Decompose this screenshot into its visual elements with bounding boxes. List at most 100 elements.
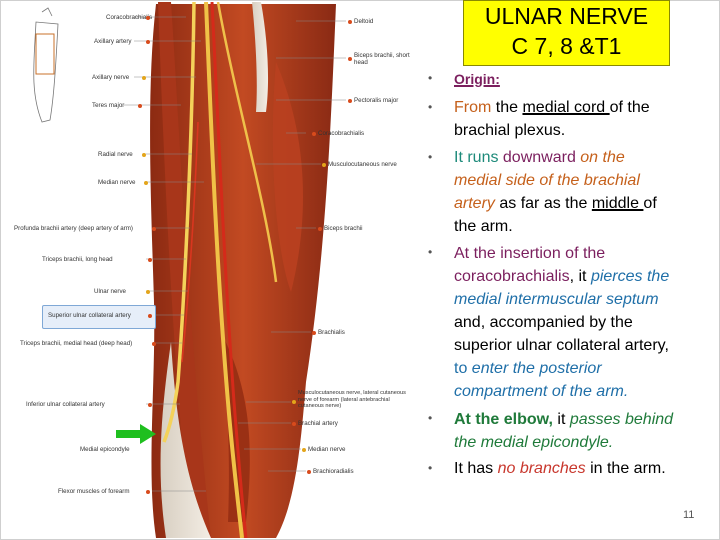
bullet-marker: • <box>428 150 433 164</box>
label-dot <box>146 40 150 44</box>
label-triceps-long-head: Triceps brachii, long head <box>42 256 113 263</box>
label-dot <box>312 331 316 335</box>
text-from: From <box>454 99 492 116</box>
ulnar-nerve-drawing <box>162 2 196 443</box>
page-number: 11 <box>683 509 695 521</box>
label-dot <box>142 76 146 80</box>
label-flexor-muscles: Flexor muscles of forearm <box>58 488 130 495</box>
bullet-origin: Origin: <box>454 68 500 91</box>
text-superior-ulnar-collateral: superior ulnar collateral artery, <box>454 337 669 354</box>
bullet-brachial-plexus: brachial plexus. <box>454 122 566 139</box>
label-dot <box>318 227 322 231</box>
median-nerve-drawing <box>204 2 244 538</box>
text-pierces-the: pierces the <box>590 268 670 285</box>
text-medial-epicondyle: the medial epicondyle. <box>454 434 614 451</box>
label-dot <box>138 104 142 108</box>
bullet-runs-downward: It runs downward on the <box>454 146 625 169</box>
text-at-insertion: At the insertion of the <box>454 245 606 262</box>
text-it: , it <box>569 268 591 285</box>
label-biceps-short-head: Biceps brachii, short head <box>354 52 410 66</box>
label-dot <box>148 403 152 407</box>
text-on-the: on the <box>580 149 625 166</box>
text-middle: middle <box>591 195 644 212</box>
origin-label: Origin: <box>454 71 500 87</box>
label-dot <box>152 342 156 346</box>
text-artery: artery <box>454 195 495 212</box>
bullet-marker: • <box>428 461 433 475</box>
bullet-coracobrachialis-line: coracobrachialis, it pierces the <box>454 265 669 288</box>
label-axillary-artery: Axillary artery <box>94 38 132 45</box>
text-to: to <box>454 360 472 377</box>
text-it-has: It has <box>454 460 498 477</box>
label-profunda-brachii: Profunda brachii artery (deep artery of … <box>14 225 133 232</box>
text-of-the: of the <box>609 99 650 116</box>
label-biceps-brachii: Biceps brachii <box>324 225 363 232</box>
label-teres-major: Teres major <box>92 102 125 109</box>
anatomy-figure: Coracobrachialis Axillary artery Axillar… <box>6 2 414 538</box>
text-medial-cord: medial cord <box>522 99 610 116</box>
text-as-far-as: as far as the <box>494 195 592 212</box>
text-compartment: compartment of the arm. <box>454 383 629 400</box>
label-dot <box>148 258 152 262</box>
label-dot <box>146 16 150 20</box>
label-dot <box>322 163 326 167</box>
label-brachioradialis: Brachioradialis <box>313 468 354 475</box>
label-radial-nerve: Radial nerve <box>98 151 133 158</box>
label-dot <box>152 227 156 231</box>
title-line-2: C 7, 8 &T1 <box>511 33 622 59</box>
label-dot <box>348 99 352 103</box>
label-musculocutaneous-nerve: Musculocutaneous nerve <box>328 161 397 168</box>
arm-illustration <box>33 2 346 538</box>
label-deltoid: Deltoid <box>354 18 374 25</box>
bullet-marker: • <box>428 100 433 114</box>
text-coracobrachialis: coracobrachialis <box>454 268 570 285</box>
inset-arm-sketch <box>33 7 59 123</box>
text-at-the-elbow: At the elbow, <box>454 411 553 428</box>
label-inferior-ulnar-collateral: Inferior ulnar collateral artery <box>26 401 105 408</box>
bullet-marker: • <box>428 71 433 85</box>
text-enter-posterior: enter the posterior <box>471 360 602 377</box>
brachial-artery-drawing <box>210 2 248 538</box>
label-dot <box>146 490 150 494</box>
text-medial-side-brachial: medial side of the brachial <box>454 172 640 189</box>
label-dot <box>348 57 352 61</box>
bullet-marker: • <box>428 411 433 425</box>
text-it-2: it <box>552 411 570 428</box>
label-dot <box>348 20 352 24</box>
text-it-runs: It runs <box>454 149 503 166</box>
bullet-from-medial-cord: From the medial cord of the <box>454 96 650 119</box>
title-box: ULNAR NERVE C 7, 8 &T1 <box>463 0 670 66</box>
text-downward: downward <box>502 149 581 166</box>
label-dot <box>307 470 311 474</box>
label-pectoralis-major: Pectoralis major <box>354 97 399 104</box>
bullet-no-branches: It has no branches in the arm. <box>454 457 666 480</box>
text-the: the <box>491 99 523 116</box>
bullet-enter-line: to enter the posterior <box>454 357 602 380</box>
label-brachialis: Brachialis <box>318 329 345 336</box>
label-dot <box>312 132 316 136</box>
label-ulnar-nerve: Ulnar nerve <box>94 288 126 295</box>
green-arrow-icon <box>116 424 156 444</box>
text-accompanied: and, accompanied by the <box>454 314 633 331</box>
text-passes-behind: passes behind <box>569 411 674 428</box>
label-superior-ulnar-collateral: Superior ulnar collateral artery <box>48 312 131 319</box>
label-triceps-medial-head: Triceps brachii, medial head (deep head) <box>20 340 133 347</box>
label-dot <box>302 448 306 452</box>
label-median-nerve-left: Median nerve <box>98 179 136 186</box>
highlight-superior-ulnar-collateral <box>42 305 156 329</box>
text-no-branches: no branches <box>497 460 586 477</box>
label-lateral-cutaneous-nerve: Musculocutaneous nerve, lateral cutaneou… <box>298 390 406 409</box>
text-the-arm: the arm. <box>454 218 513 235</box>
label-coracobrachialis-top: Coracobrachialis <box>106 14 153 21</box>
label-coracobrachialis-right: Coracobrachialis <box>318 130 365 137</box>
label-dot <box>292 422 296 426</box>
label-dot <box>142 153 146 157</box>
title-line-1: ULNAR NERVE <box>484 3 649 29</box>
label-axillary-nerve: Axillary nerve <box>92 74 130 81</box>
label-dot <box>146 290 150 294</box>
bullet-at-elbow: At the elbow, it passes behind <box>454 408 673 431</box>
label-medial-epicondyle: Medial epicondyle <box>80 446 130 453</box>
text-medial-intermuscular-septum: medial intermuscular septum <box>454 291 659 308</box>
text-of: of <box>643 195 657 212</box>
bullet-marker: • <box>428 245 433 259</box>
